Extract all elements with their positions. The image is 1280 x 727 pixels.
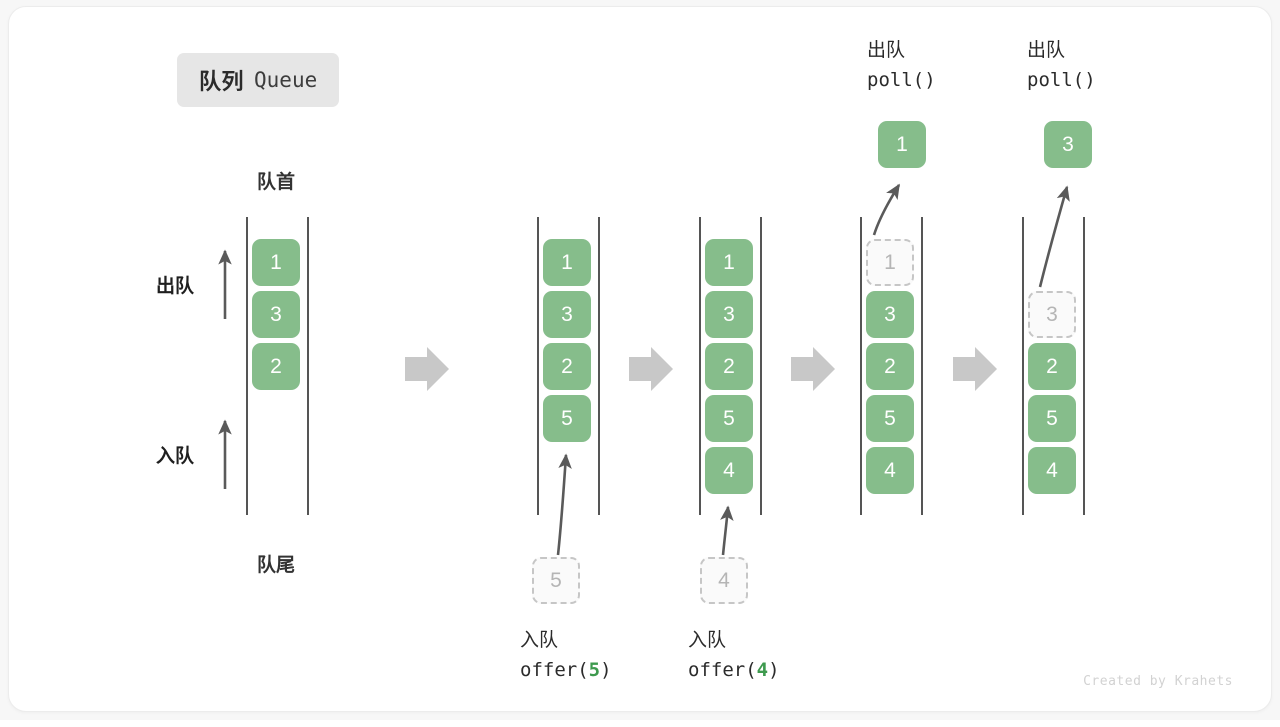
operation-caption-cn: 出队 xyxy=(867,40,906,61)
flow-arrow-4 xyxy=(953,347,997,391)
flow-arrow-3 xyxy=(791,347,835,391)
operation-caption-offer-4: 入队 offer(4) xyxy=(688,627,780,684)
queue-cell: 2 xyxy=(543,343,591,390)
operation-caption-poll-3: 出队 poll() xyxy=(1027,37,1096,94)
operation-caption-cn: 出队 xyxy=(1027,40,1066,61)
dequeue-direction-label: 出队 xyxy=(156,276,195,297)
queue-cell: 2 xyxy=(866,343,914,390)
enqueue-direction-label: 入队 xyxy=(156,446,195,467)
queue-cell: 1 xyxy=(252,239,300,286)
operation-caption-code: offer(5) xyxy=(520,658,612,681)
queue-cell: 4 xyxy=(866,447,914,494)
queue-cell: 3 xyxy=(543,291,591,338)
queue-cell: 5 xyxy=(866,395,914,442)
rail-left xyxy=(699,217,701,515)
queue-cell: 2 xyxy=(1028,343,1076,390)
poll-motion-arrow-3 xyxy=(1038,185,1070,288)
pending-element: 5 xyxy=(532,557,580,604)
rail-right xyxy=(307,217,309,515)
title-label-en: Queue xyxy=(254,68,318,92)
poll-motion-arrow-1 xyxy=(872,183,901,236)
queue-cell: 4 xyxy=(1028,447,1076,494)
removed-element-ghost: 1 xyxy=(866,239,914,286)
flow-arrow-1 xyxy=(405,347,449,391)
operation-caption-code: poll() xyxy=(1027,68,1096,91)
queue-cell: 1 xyxy=(705,239,753,286)
queue-head-label: 队首 xyxy=(256,172,295,193)
rail-left xyxy=(537,217,539,515)
rail-left xyxy=(860,217,862,515)
queue-cell: 3 xyxy=(252,291,300,338)
operation-caption-poll-1: 出队 poll() xyxy=(867,37,936,94)
pending-element: 4 xyxy=(700,557,748,604)
queue-cell: 5 xyxy=(543,395,591,442)
popped-element: 3 xyxy=(1044,121,1092,168)
operation-caption-code: offer(4) xyxy=(688,658,780,681)
queue-tail-label: 队尾 xyxy=(256,555,295,576)
attribution-footer: Created by Krahets xyxy=(1083,674,1233,689)
rail-left xyxy=(1022,217,1024,515)
queue-cell: 5 xyxy=(705,395,753,442)
rail-right xyxy=(1083,217,1085,515)
arrow-overlay xyxy=(218,183,1070,556)
operation-arg: 4 xyxy=(756,658,769,681)
queue-cell: 1 xyxy=(543,239,591,286)
operation-caption-cn: 入队 xyxy=(520,630,559,651)
queue-cell: 5 xyxy=(1028,395,1076,442)
queue-cell: 2 xyxy=(705,343,753,390)
operation-caption-offer-5: 入队 offer(5) xyxy=(520,627,612,684)
rail-right xyxy=(760,217,762,515)
flow-arrow-2 xyxy=(629,347,673,391)
removed-element-ghost: 3 xyxy=(1028,291,1076,338)
operation-caption-code: poll() xyxy=(867,68,936,91)
enqueue-motion-arrow-4 xyxy=(720,505,734,556)
queue-cell: 3 xyxy=(866,291,914,338)
rail-right xyxy=(598,217,600,515)
queue-cell: 4 xyxy=(705,447,753,494)
rail-left xyxy=(246,217,248,515)
queue-cell: 3 xyxy=(705,291,753,338)
diagram-card: 队列 Queue 队首 队尾 出队 入队 1 3 2 1 3 2 5 5 入队 xyxy=(8,6,1272,712)
rail-right xyxy=(921,217,923,515)
enqueue-motion-arrow-5 xyxy=(556,453,572,556)
queue-cell: 2 xyxy=(252,343,300,390)
title-label-cn: 队列 xyxy=(199,69,245,94)
operation-caption-cn: 入队 xyxy=(688,630,727,651)
operation-arg: 5 xyxy=(588,658,601,681)
title-badge: 队列 Queue xyxy=(177,53,340,107)
popped-element: 1 xyxy=(878,121,926,168)
